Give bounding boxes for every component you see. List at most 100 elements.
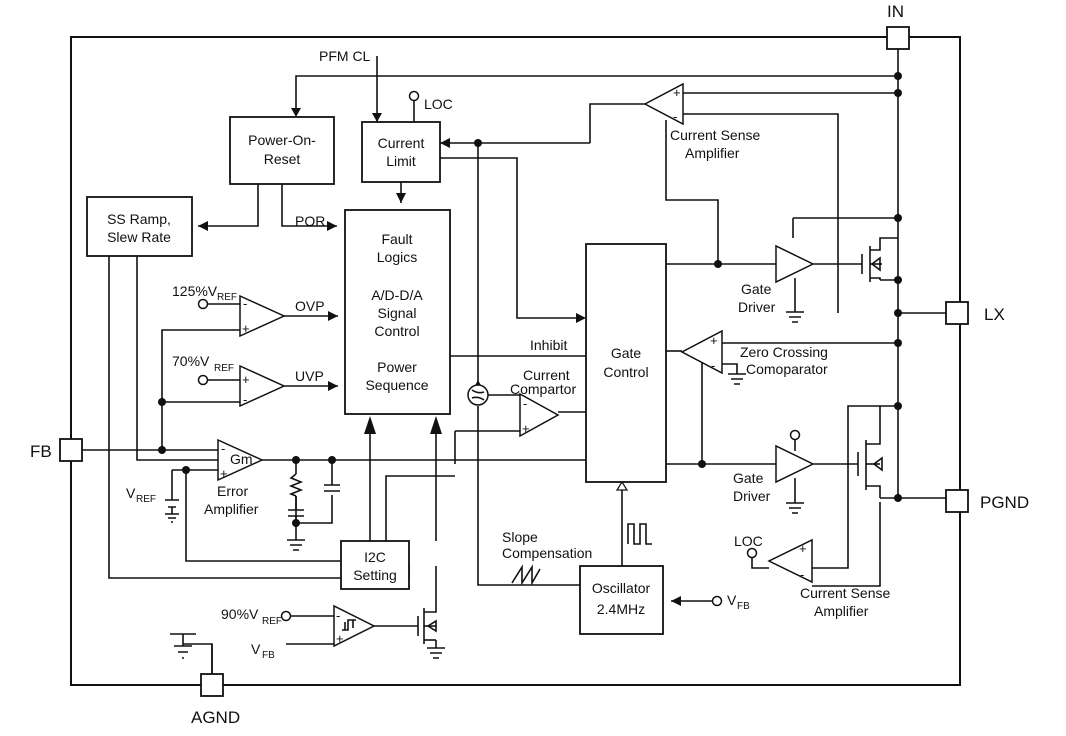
ovp-label: OVP — [295, 298, 325, 314]
svg-text:Reset: Reset — [264, 151, 301, 167]
svg-text:I2C: I2C — [364, 549, 386, 565]
svg-text:REF: REF — [214, 363, 234, 374]
svg-text:Sequence: Sequence — [365, 377, 428, 393]
svg-text:-: - — [221, 441, 225, 456]
chip-boundary — [70, 36, 961, 686]
svg-text:Zero Crossing: Zero Crossing — [740, 344, 828, 360]
loc-bottom-label: LOC — [734, 533, 763, 549]
svg-text:SS Ramp,: SS Ramp, — [107, 211, 171, 227]
svg-text:-: - — [336, 608, 340, 623]
fault-logic-block: Fault Logics A/D-D/A Signal Control Powe… — [344, 209, 451, 415]
oscillator-block: Oscillator 2.4MHz — [579, 565, 664, 635]
svg-text:A/D-D/A: A/D-D/A — [371, 287, 423, 303]
wires — [82, 48, 946, 674]
gate-driver-top: Gate Driver — [738, 244, 815, 315]
vref-125-label: 125%V REF — [172, 283, 237, 303]
vref-70-terminal — [197, 374, 209, 386]
svg-text:Amplifier: Amplifier — [814, 603, 869, 619]
pin-lx: LX — [945, 301, 1005, 325]
hysteresis-icon — [342, 619, 356, 631]
svg-text:Current: Current — [523, 367, 570, 383]
svg-text:Control: Control — [374, 323, 419, 339]
pin-pgnd: PGND — [945, 489, 1029, 513]
svg-text:+: + — [799, 541, 807, 556]
loc-top-label: LOC — [424, 96, 453, 112]
arrowheads — [198, 108, 681, 606]
svg-text:+: + — [220, 466, 228, 481]
current-limit-block: Current Limit — [361, 121, 441, 183]
svg-text:Oscillator: Oscillator — [592, 580, 651, 596]
svg-text:Gate: Gate — [611, 345, 642, 361]
svg-text:REF: REF — [262, 616, 282, 627]
vfb-comparator-label: V FB — [251, 641, 275, 661]
gate-driver-bottom: Gate Driver — [733, 444, 815, 504]
error-amplifier: - + Gm Error Amplifier — [204, 438, 264, 517]
vfb-oscillator-label: V FB — [727, 592, 750, 612]
current-sense-amplifier-top: + - Current Sense Amplifier — [643, 82, 760, 161]
current-sense-amplifier-bottom: + - Current Sense Amplifier — [767, 538, 890, 619]
svg-text:Signal: Signal — [378, 305, 417, 321]
vref-source — [165, 494, 179, 523]
pin-fb: FB — [30, 438, 83, 462]
slope-label-1: Slope — [502, 529, 538, 545]
svg-text:-: - — [523, 396, 527, 411]
svg-text:+: + — [242, 372, 250, 387]
svg-text:+: + — [522, 421, 530, 436]
svg-text:+: + — [673, 85, 681, 100]
svg-text:Logics: Logics — [377, 249, 417, 265]
pin-agnd-label: AGND — [191, 708, 240, 727]
compensation-capacitor-1 — [288, 496, 304, 523]
signal-labels: PFM CL LOC POR Inhibit Slope Compensatio… — [126, 48, 763, 661]
pfm-cl-label: PFM CL — [319, 48, 371, 64]
svg-text:Control: Control — [603, 364, 648, 380]
pin-fb-label: FB — [30, 442, 52, 461]
svg-text:Current Sense: Current Sense — [800, 585, 890, 601]
compensation-capacitor-2 — [324, 480, 340, 492]
svg-text:Driver: Driver — [738, 299, 776, 315]
svg-text:Setting: Setting — [353, 567, 397, 583]
svg-text:-: - — [800, 567, 804, 582]
pin-pgnd-label: PGND — [980, 493, 1029, 512]
gate-control-block: Gate Control — [585, 243, 667, 483]
svg-text:Fault: Fault — [381, 231, 412, 247]
ovp-comparator: - + OVP — [239, 294, 325, 338]
vref-70-label: 70%V REF — [172, 353, 234, 374]
svg-text:Slew Rate: Slew Rate — [107, 229, 171, 245]
svg-text:Driver: Driver — [733, 488, 771, 504]
vref-90-label: 90%V REF — [221, 606, 282, 627]
compensation-resistor — [288, 473, 304, 497]
svg-text:Compartor: Compartor — [510, 381, 576, 397]
pin-in: IN — [886, 2, 910, 50]
svg-text:Current Sense: Current Sense — [670, 127, 760, 143]
svg-text:2.4MHz: 2.4MHz — [597, 601, 645, 617]
svg-text:V: V — [126, 485, 136, 501]
current-comparator: - + Current Compartor — [510, 367, 576, 438]
low-side-mosfet — [857, 406, 883, 498]
slope-summing-node — [467, 384, 489, 406]
por-label: POR — [295, 213, 325, 229]
svg-text:FB: FB — [737, 601, 750, 612]
svg-text:Gate: Gate — [733, 470, 764, 486]
power-on-reset-block: Power-On- Reset — [229, 116, 335, 185]
svg-text:Limit: Limit — [386, 153, 416, 169]
i2c-setting-block: I2C Setting — [340, 540, 410, 590]
inhibit-label: Inhibit — [530, 337, 567, 353]
svg-text:Gm: Gm — [230, 451, 253, 467]
ground-icons — [170, 311, 804, 659]
vref-90-terminal — [280, 610, 292, 622]
vfb-osc-terminal — [711, 595, 723, 607]
svg-text:70%V: 70%V — [172, 353, 210, 369]
fb-disable-mosfet — [417, 600, 437, 644]
svg-text:-: - — [673, 109, 677, 124]
vref-ea-label: V REF — [126, 485, 156, 505]
svg-text:Gate: Gate — [741, 281, 772, 297]
svg-text:90%V: 90%V — [221, 606, 259, 622]
loc-bottom-terminal — [746, 547, 758, 559]
terminals — [197, 90, 801, 622]
pins: IN LX FB PGND AGND — [30, 2, 1029, 727]
vref-125-terminal — [197, 298, 209, 310]
pin-in-label: IN — [887, 2, 904, 21]
high-side-mosfet — [861, 237, 898, 282]
svg-text:V: V — [251, 641, 261, 657]
